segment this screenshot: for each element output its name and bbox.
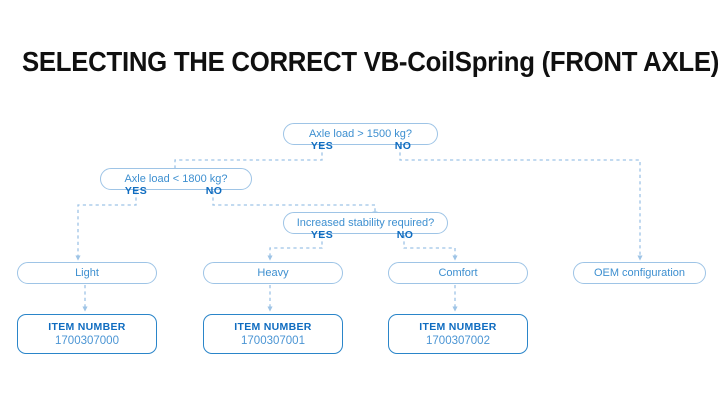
decision-increased-stability-label: Increased stability required? bbox=[296, 217, 435, 229]
page-title: SELECTING THE CORRECT VB-CoilSpring (FRO… bbox=[22, 46, 720, 77]
result-oem-configuration[interactable]: OEM configuration bbox=[573, 262, 706, 284]
result-comfort[interactable]: Comfort bbox=[388, 262, 528, 284]
wire-d1-yes bbox=[172, 146, 323, 176]
decision-increased-stability[interactable]: Increased stability required? bbox=[283, 212, 448, 234]
result-light[interactable]: Light bbox=[17, 262, 157, 284]
decision-axle-load-1500-no-label: NO bbox=[394, 140, 412, 152]
decision-axle-load-1800-label: Axle load < 1800 kg? bbox=[124, 173, 228, 185]
item-number-value: 1700307001 bbox=[241, 335, 305, 347]
item-number-caption: ITEM NUMBER bbox=[48, 321, 126, 333]
decision-axle-load-1800[interactable]: Axle load < 1800 kg? bbox=[100, 168, 252, 190]
item-number-box-comfort[interactable]: ITEM NUMBER 1700307002 bbox=[388, 314, 528, 354]
decision-axle-load-1500[interactable]: Axle load > 1500 kg? bbox=[283, 123, 438, 145]
wire-d3-yes bbox=[267, 235, 323, 261]
result-heavy-label: Heavy bbox=[257, 267, 289, 279]
item-number-caption: ITEM NUMBER bbox=[419, 321, 497, 333]
wire-d1-no bbox=[399, 146, 643, 261]
item-number-box-heavy[interactable]: ITEM NUMBER 1700307001 bbox=[203, 314, 343, 354]
decision-increased-stability-yes-label: YES bbox=[310, 229, 334, 241]
item-number-box-light[interactable]: ITEM NUMBER 1700307000 bbox=[17, 314, 157, 354]
item-number-value: 1700307000 bbox=[55, 335, 119, 347]
wire-d2-yes bbox=[75, 191, 137, 261]
wire-d2-no bbox=[212, 191, 378, 217]
result-oem-configuration-label: OEM configuration bbox=[593, 267, 686, 279]
result-comfort-label: Comfort bbox=[438, 267, 478, 279]
decision-axle-load-1500-yes-label: YES bbox=[310, 140, 334, 152]
item-number-value: 1700307002 bbox=[426, 335, 490, 347]
decision-axle-load-1800-yes-label: YES bbox=[124, 185, 148, 197]
result-heavy[interactable]: Heavy bbox=[203, 262, 343, 284]
decision-axle-load-1800-no-label: NO bbox=[205, 185, 223, 197]
item-number-caption: ITEM NUMBER bbox=[234, 321, 312, 333]
result-light-label: Light bbox=[75, 267, 99, 279]
decision-axle-load-1500-label: Axle load > 1500 kg? bbox=[308, 128, 413, 140]
wire-d3-no bbox=[403, 235, 458, 261]
decision-increased-stability-no-label: NO bbox=[396, 229, 414, 241]
